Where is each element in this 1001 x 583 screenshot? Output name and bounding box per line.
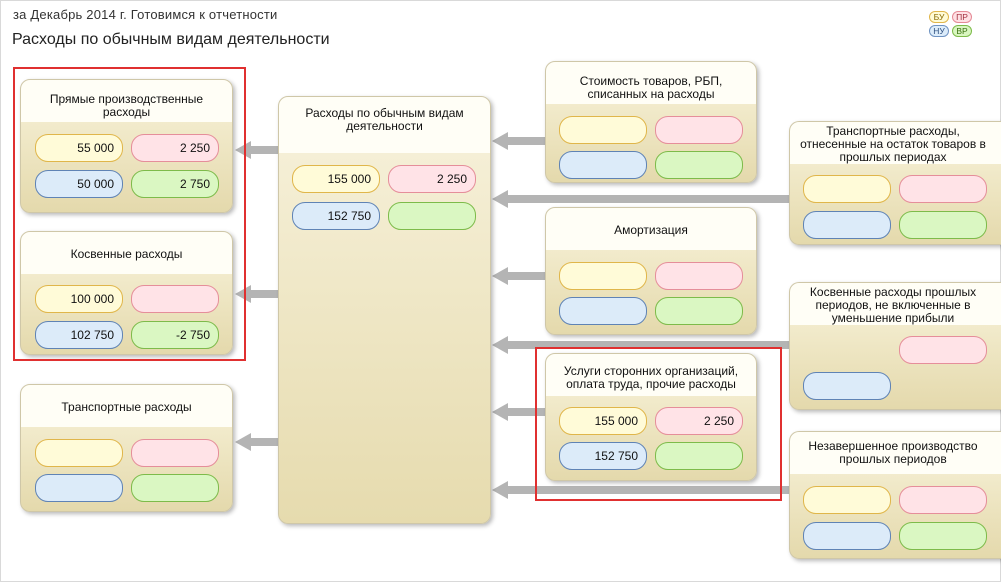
highlight-frame-left — [13, 67, 246, 361]
pr-value[interactable] — [655, 262, 743, 290]
card-title: Расходы по обычным видам деятельности — [305, 106, 464, 133]
card-ordinary-activities-total[interactable]: Расходы по обычным видам деятельности 15… — [278, 96, 491, 524]
vr-value[interactable] — [655, 151, 743, 179]
arrow-from-goods-icon — [492, 132, 545, 150]
pr-value[interactable] — [655, 116, 743, 144]
pr-value[interactable] — [899, 175, 987, 203]
card-title: Косвенные расходы прошлых периодов, не в… — [809, 285, 977, 325]
arrow-from-indirect-prev-icon — [492, 336, 790, 354]
vr-value[interactable] — [899, 211, 987, 239]
bu-value[interactable] — [559, 262, 647, 290]
nu-value[interactable] — [35, 474, 123, 502]
card-indirect-expenses[interactable]: Косвенные расходы 100 000 102 750 -2 750 — [20, 231, 233, 355]
card-title: Транспортные расходы, отнесенные на оста… — [800, 124, 986, 164]
vr-value[interactable] — [655, 442, 743, 470]
bu-value[interactable] — [803, 486, 891, 514]
nu-value[interactable] — [803, 522, 891, 550]
arrow-from-amortization-icon — [492, 267, 545, 285]
card-transport-expenses[interactable]: Транспортные расходы — [20, 384, 233, 512]
bu-value[interactable] — [559, 116, 647, 144]
card-indirect-prev-periods[interactable]: Косвенные расходы прошлых периодов, не в… — [789, 282, 1001, 410]
bu-value[interactable]: 100 000 — [35, 285, 123, 313]
card-title: Прямые производственные расходы — [49, 92, 204, 119]
arrow-to-transport-icon — [235, 433, 278, 451]
vr-value[interactable] — [899, 522, 987, 550]
card-title: Амортизация — [614, 223, 688, 237]
legend-nu-badge: НУ — [929, 25, 949, 37]
card-services-labor-other[interactable]: Услуги сторонних организаций, оплата тру… — [545, 353, 757, 481]
report-period-subtitle: за Декабрь 2014 г. Готовимся к отчетност… — [13, 7, 278, 22]
highlight-frame-services — [535, 347, 782, 501]
card-title: Услуги сторонних организаций, оплата тру… — [563, 364, 739, 391]
card-title: Косвенные расходы — [70, 247, 183, 261]
card-title: Транспортные расходы — [61, 400, 192, 414]
pr-value[interactable]: 2 250 — [388, 165, 476, 193]
arrow-from-wip-icon — [492, 481, 790, 499]
nu-value[interactable]: 152 750 — [559, 442, 647, 470]
bu-value[interactable]: 155 000 — [559, 407, 647, 435]
card-title: Стоимость товаров, РБП, списанных на рас… — [579, 74, 723, 101]
nu-value[interactable]: 102 750 — [35, 321, 123, 349]
arrow-from-services-icon — [492, 403, 545, 421]
bu-value[interactable]: 155 000 — [292, 165, 380, 193]
vr-value[interactable] — [655, 297, 743, 325]
card-amortization[interactable]: Амортизация — [545, 207, 757, 335]
bu-value[interactable]: 55 000 — [35, 134, 123, 162]
vr-value[interactable] — [131, 474, 219, 502]
pr-value[interactable]: 2 250 — [655, 407, 743, 435]
vr-value[interactable]: 2 750 — [131, 170, 219, 198]
card-transport-prev-periods[interactable]: Транспортные расходы, отнесенные на оста… — [789, 121, 1001, 245]
vr-value[interactable] — [388, 202, 476, 230]
arrow-to-direct-icon — [235, 141, 278, 159]
pr-value[interactable]: 2 250 — [131, 134, 219, 162]
card-direct-expenses[interactable]: Прямые производственные расходы 55 000 2… — [20, 79, 233, 213]
legend-bu-badge: БУ — [929, 11, 949, 23]
pr-value[interactable] — [899, 486, 987, 514]
legend-vr-badge: ВР — [952, 25, 972, 37]
nu-value[interactable] — [803, 211, 891, 239]
arrow-to-indirect-icon — [235, 285, 278, 303]
bu-value[interactable] — [35, 439, 123, 467]
pr-value[interactable] — [899, 336, 987, 364]
page-title: Расходы по обычным видам деятельности — [12, 31, 330, 48]
nu-value[interactable] — [559, 151, 647, 179]
pr-value[interactable] — [131, 439, 219, 467]
nu-value[interactable] — [559, 297, 647, 325]
card-goods-cost[interactable]: Стоимость товаров, РБП, списанных на рас… — [545, 61, 757, 183]
bu-value[interactable] — [803, 175, 891, 203]
nu-value[interactable] — [803, 372, 891, 400]
nu-value[interactable]: 152 750 — [292, 202, 380, 230]
card-title: Незавершенное производство прошлых перио… — [808, 439, 978, 466]
legend-pr-badge: ПР — [952, 11, 972, 23]
arrow-from-transport-prev-icon — [492, 190, 790, 208]
vr-value[interactable]: -2 750 — [131, 321, 219, 349]
card-wip-prev-periods[interactable]: Незавершенное производство прошлых перио… — [789, 431, 1001, 559]
pr-value[interactable] — [131, 285, 219, 313]
nu-value[interactable]: 50 000 — [35, 170, 123, 198]
